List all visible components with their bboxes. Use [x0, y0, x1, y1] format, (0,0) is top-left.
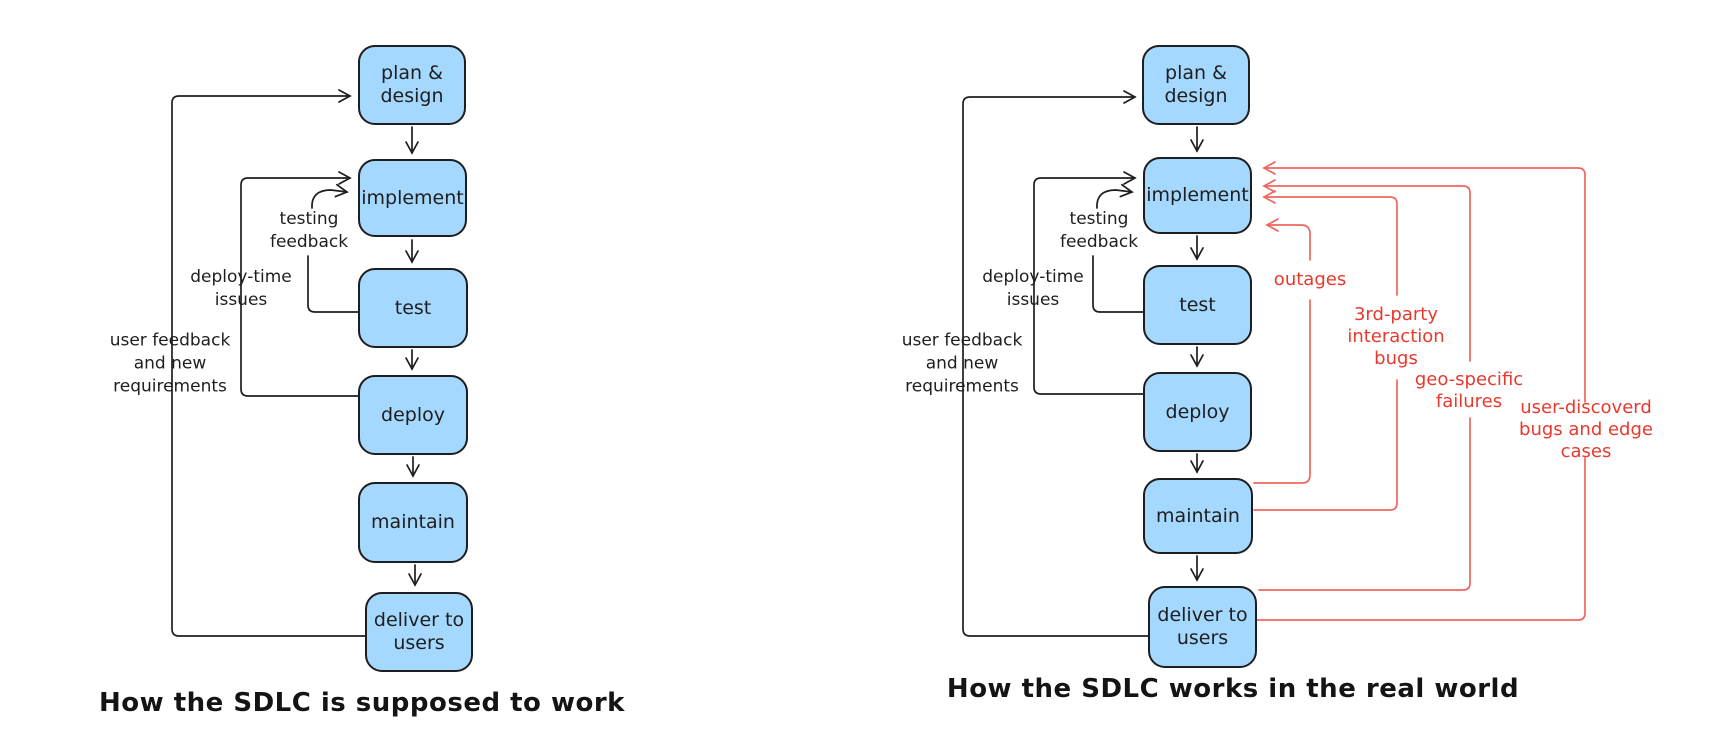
node-deliver-to-users-left: deliver to users: [365, 592, 473, 672]
edge-label-user-feedback-right: user feedback and new requirements: [901, 330, 1023, 397]
edge-testing-feedback-lower-right: [1092, 255, 1144, 313]
edge-label-deploy-time-issues-left: deploy-time issues: [190, 267, 292, 310]
edge-third-party-bugs-upper: [1262, 190, 1398, 296]
edge-label-user-feedback-left: user feedback and new requirements: [109, 330, 231, 397]
node-plan-design-left: plan & design: [358, 45, 466, 125]
node-test-right: test: [1143, 265, 1252, 345]
node-plan-design-right: plan & design: [1142, 45, 1250, 125]
edge-testing-feedback-upper-left: [311, 183, 349, 209]
node-maintain-left: maintain: [358, 482, 468, 563]
failure-label-geo-specific-failures: geo-specific failures: [1414, 369, 1524, 412]
node-maintain-right: maintain: [1143, 478, 1253, 554]
edge-testing-feedback-upper-right: [1096, 183, 1134, 209]
edge-outages-lower: [1253, 299, 1311, 484]
edge-outages-upper: [1265, 218, 1311, 261]
node-deploy-left: deploy: [358, 375, 468, 455]
edge-user-discovered-bugs-lower: [1256, 457, 1586, 621]
edge-label-deploy-time-issues-right: deploy-time issues: [982, 267, 1084, 310]
edge-user-discovered-bugs-upper: [1262, 161, 1586, 403]
edge-user-feedback-left: [171, 89, 366, 637]
failure-label-third-party-bugs: 3rd-party interaction bugs: [1347, 304, 1445, 369]
node-implement-left: implement: [358, 159, 467, 237]
node-test-left: test: [358, 268, 468, 348]
failure-label-outages: outages: [1273, 269, 1347, 290]
node-deliver-to-users-right: deliver to users: [1148, 586, 1257, 668]
panel-title-right: How the SDLC works in the real world: [946, 674, 1520, 704]
edge-label-testing-feedback-right: testing feedback: [1059, 209, 1139, 252]
node-implement-right: implement: [1143, 157, 1252, 234]
edge-third-party-bugs-lower: [1253, 379, 1398, 511]
edge-user-feedback-right: [962, 90, 1149, 637]
node-deploy-right: deploy: [1143, 372, 1252, 452]
failure-label-user-discovered-bugs: user-discoverd bugs and edge cases: [1519, 397, 1653, 462]
edge-label-testing-feedback-left: testing feedback: [269, 209, 349, 252]
edge-testing-feedback-lower-left: [307, 255, 359, 313]
edge-deploy-time-issues-right: [1033, 171, 1144, 395]
edge-deploy-time-issues-left: [240, 171, 359, 397]
edge-geo-specific-failures-upper: [1262, 179, 1471, 362]
edge-geo-specific-failures-lower: [1258, 417, 1471, 591]
panel-title-left: How the SDLC is supposed to work: [99, 688, 625, 718]
